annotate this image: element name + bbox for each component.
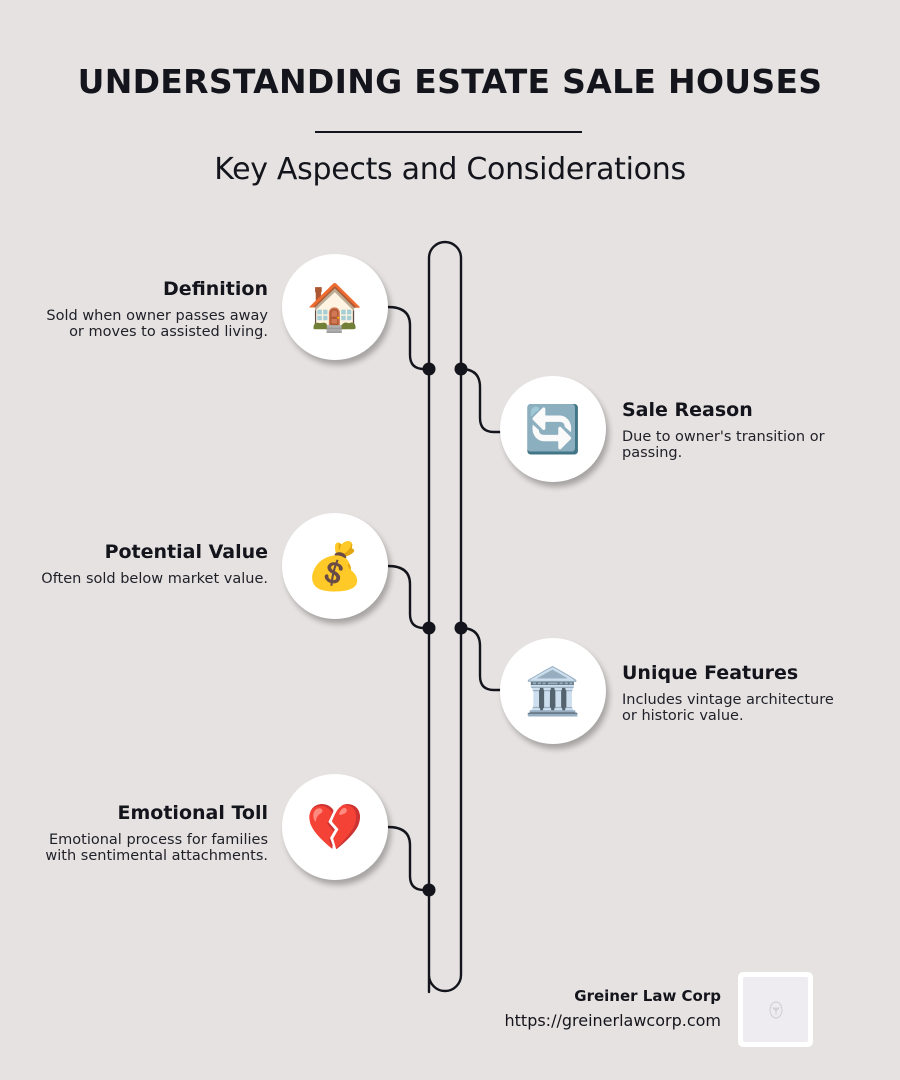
logo-placeholder: [743, 977, 808, 1042]
item-description: Emotional process for families with sent…: [45, 832, 268, 864]
item-title: Unique Features: [622, 662, 799, 684]
house-icon: 🏠: [306, 280, 364, 334]
unique-features-icon-circle: 🏛️: [500, 638, 606, 744]
money-bag-icon: 💰: [306, 539, 364, 593]
company-name: Greiner Law Corp: [574, 987, 721, 1005]
item-title: Emotional Toll: [117, 802, 268, 824]
item-description: Often sold below market value.: [41, 571, 268, 587]
company-url-link[interactable]: https://greinerlawcorp.com: [504, 1011, 722, 1030]
potential-value-icon-circle: 💰: [282, 513, 388, 619]
company-logo: [738, 972, 813, 1047]
broken-heart-icon: 💔: [306, 800, 364, 854]
emotional-toll-item: Emotional Toll Emotional process for fam…: [38, 802, 268, 864]
definition-item: Definition Sold when owner passes away o…: [38, 278, 268, 340]
item-title: Sale Reason: [622, 399, 753, 421]
item-description: Due to owner's transition or passing.: [622, 429, 825, 461]
page-subtitle: Key Aspects and Considerations: [214, 152, 686, 187]
emotional-toll-icon-circle: 💔: [282, 774, 388, 880]
item-title: Definition: [163, 278, 268, 300]
arrows-cycle-icon: 🔄: [524, 402, 582, 456]
item-title: Potential Value: [104, 541, 268, 563]
unique-features-item: Unique Features Includes vintage archite…: [622, 662, 852, 724]
sale-reason-item: Sale Reason Due to owner's transition or…: [622, 399, 852, 461]
classical-building-icon: 🏛️: [524, 664, 582, 718]
item-description: Includes vintage architecture or histori…: [622, 692, 834, 724]
potential-value-item: Potential Value Often sold below market …: [38, 541, 268, 587]
sale-reason-icon-circle: 🔄: [500, 376, 606, 482]
law-firm-logo-icon: [769, 1001, 782, 1018]
definition-icon-circle: 🏠: [282, 254, 388, 360]
page-title: UNDERSTANDING ESTATE SALE HOUSES: [77, 62, 823, 101]
title-divider: [315, 131, 582, 133]
item-description: Sold when owner passes away or moves to …: [46, 308, 268, 340]
